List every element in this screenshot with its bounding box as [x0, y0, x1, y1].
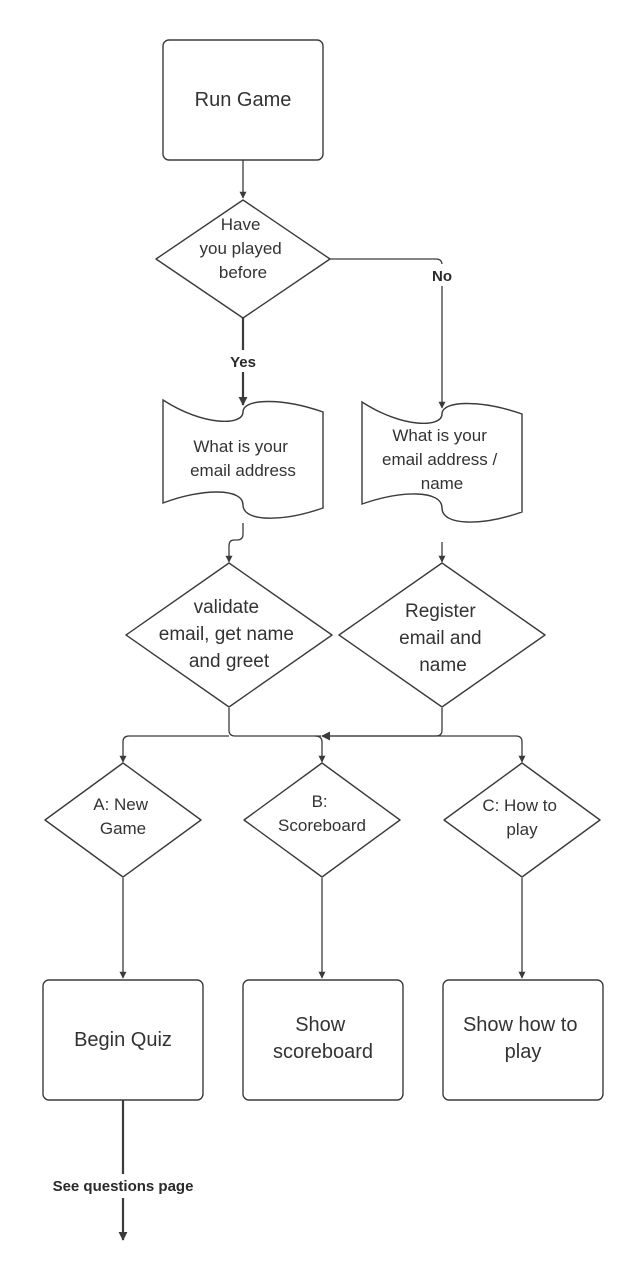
- see-questions-label: See questions page: [53, 1178, 194, 1195]
- node-scoreboard: B: Scoreboard: [243, 762, 401, 878]
- no-label: No: [432, 268, 452, 285]
- run-game-label: Run Game: [195, 89, 292, 111]
- show-scoreboard-label: Show scoreboard: [273, 1014, 373, 1063]
- node-how-to: C: How to play: [443, 762, 601, 878]
- edge-label-yes: Yes: [225, 350, 263, 372]
- node-show-how-to: Show how to play: [442, 979, 604, 1101]
- node-register: Register email and name: [338, 562, 546, 708]
- node-email-yes: What is your email address: [162, 398, 324, 519]
- edge-validate-merge: [228, 708, 321, 737]
- node-run-game: Run Game: [162, 39, 324, 161]
- edge-to-how-to: [322, 735, 526, 763]
- begin-quiz-label: Begin Quiz: [74, 1029, 172, 1051]
- nodes: Run Game Have you played before What is …: [42, 39, 604, 1101]
- edge-label-no: No: [428, 264, 458, 286]
- node-validate: validate email, get name and greet: [125, 562, 333, 708]
- new-game-label: A: New Game: [93, 795, 153, 838]
- node-email-no: What is your email address / name: [361, 400, 523, 523]
- show-how-to-label: Show how to play: [463, 1014, 583, 1063]
- edge-email-to-validate: [225, 523, 244, 563]
- edge-register-merge: [321, 708, 443, 741]
- node-show-scoreboard: Show scoreboard: [242, 979, 404, 1101]
- played-before-label: Have you played before: [200, 215, 287, 282]
- register-label: Register email and name: [399, 601, 487, 676]
- edge-to-new-game: [119, 735, 229, 763]
- edge-to-scoreboard: [314, 735, 326, 763]
- edge-label-see-questions: See questions page: [38, 1174, 210, 1198]
- email-yes-label: What is your email address: [190, 437, 296, 480]
- how-to-label: C: How to play: [482, 796, 561, 839]
- yes-label: Yes: [230, 354, 256, 371]
- node-played-before: Have you played before: [155, 199, 331, 319]
- scoreboard-label: B: Scoreboard: [278, 792, 366, 835]
- edge-played-no: [330, 258, 446, 409]
- validate-label: validate email, get name and greet: [159, 597, 299, 672]
- email-no-label: What is your email address / name: [382, 426, 502, 493]
- node-new-game: A: New Game: [44, 762, 202, 878]
- edges: [118, 160, 526, 1241]
- node-begin-quiz: Begin Quiz: [42, 979, 204, 1101]
